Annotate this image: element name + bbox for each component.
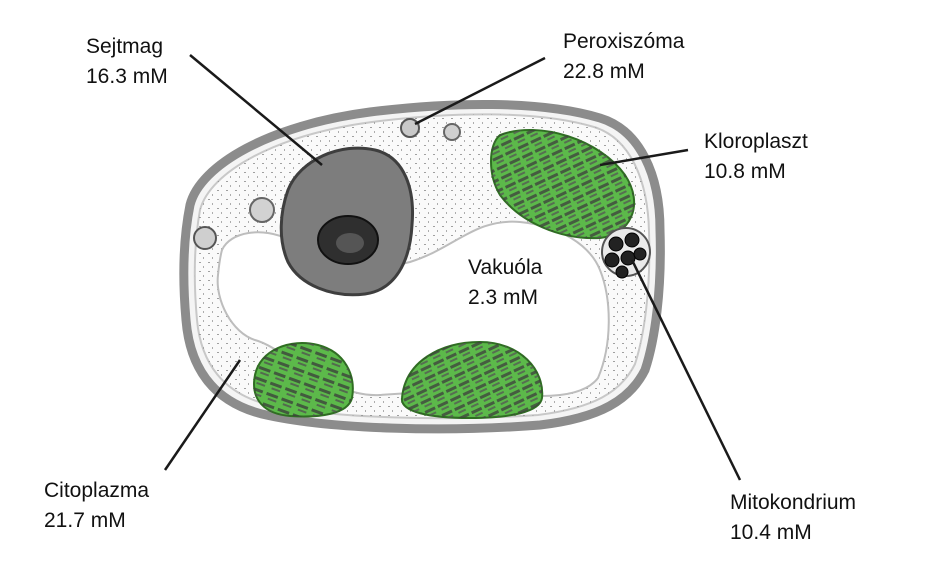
label-chloroplast-name: Kloroplaszt — [704, 130, 808, 153]
peroxisome — [400, 118, 420, 138]
organelle-small-2 — [443, 123, 461, 141]
label-vacuole-value: 2.3 mM — [468, 286, 539, 309]
organelle-small-3 — [249, 197, 275, 223]
leader-mitochondrion — [630, 259, 742, 481]
leader-nucleus — [189, 54, 323, 166]
leader-lines — [163, 54, 742, 481]
label-nucleus: Sejtmag 16.3 mM — [86, 32, 168, 92]
chloroplast-top-thylakoids — [491, 129, 635, 239]
label-chloroplast: Kloroplaszt 10.8 mM — [704, 127, 808, 187]
chloroplast-bottom-left-thylakoids — [254, 343, 353, 417]
label-vacuole: Vakuóla 2.3 mM — [468, 253, 542, 313]
label-nucleus-value: 16.3 mM — [86, 65, 168, 88]
leader-peroxisome — [414, 56, 546, 126]
nucleolus-core — [336, 233, 364, 253]
label-mitochondrion-value: 10.4 mM — [730, 521, 812, 544]
label-peroxisome-value: 22.8 mM — [563, 60, 645, 83]
label-cytoplasm-name: Citoplazma — [44, 479, 150, 502]
label-nucleus-name: Sejtmag — [86, 35, 164, 58]
label-cytoplasm: Citoplazma 21.7 mM — [44, 476, 149, 536]
label-mitochondrion: Mitokondrium 10.4 mM — [730, 488, 856, 548]
label-vacuole-name: Vakuóla — [468, 256, 543, 279]
label-cytoplasm-value: 21.7 mM — [44, 509, 126, 532]
chloroplast-bottom-center-thylakoids — [401, 342, 543, 418]
leader-cytoplasm — [163, 359, 242, 471]
mitochondrion — [601, 227, 651, 279]
label-peroxisome-name: Peroxiszóma — [563, 30, 685, 53]
label-peroxisome: Peroxiszóma 22.8 mM — [563, 27, 684, 87]
label-chloroplast-value: 10.8 mM — [704, 160, 786, 183]
leader-chloroplast — [599, 148, 689, 167]
label-mitochondrion-name: Mitokondrium — [730, 491, 857, 514]
organelle-small-4 — [193, 226, 217, 250]
